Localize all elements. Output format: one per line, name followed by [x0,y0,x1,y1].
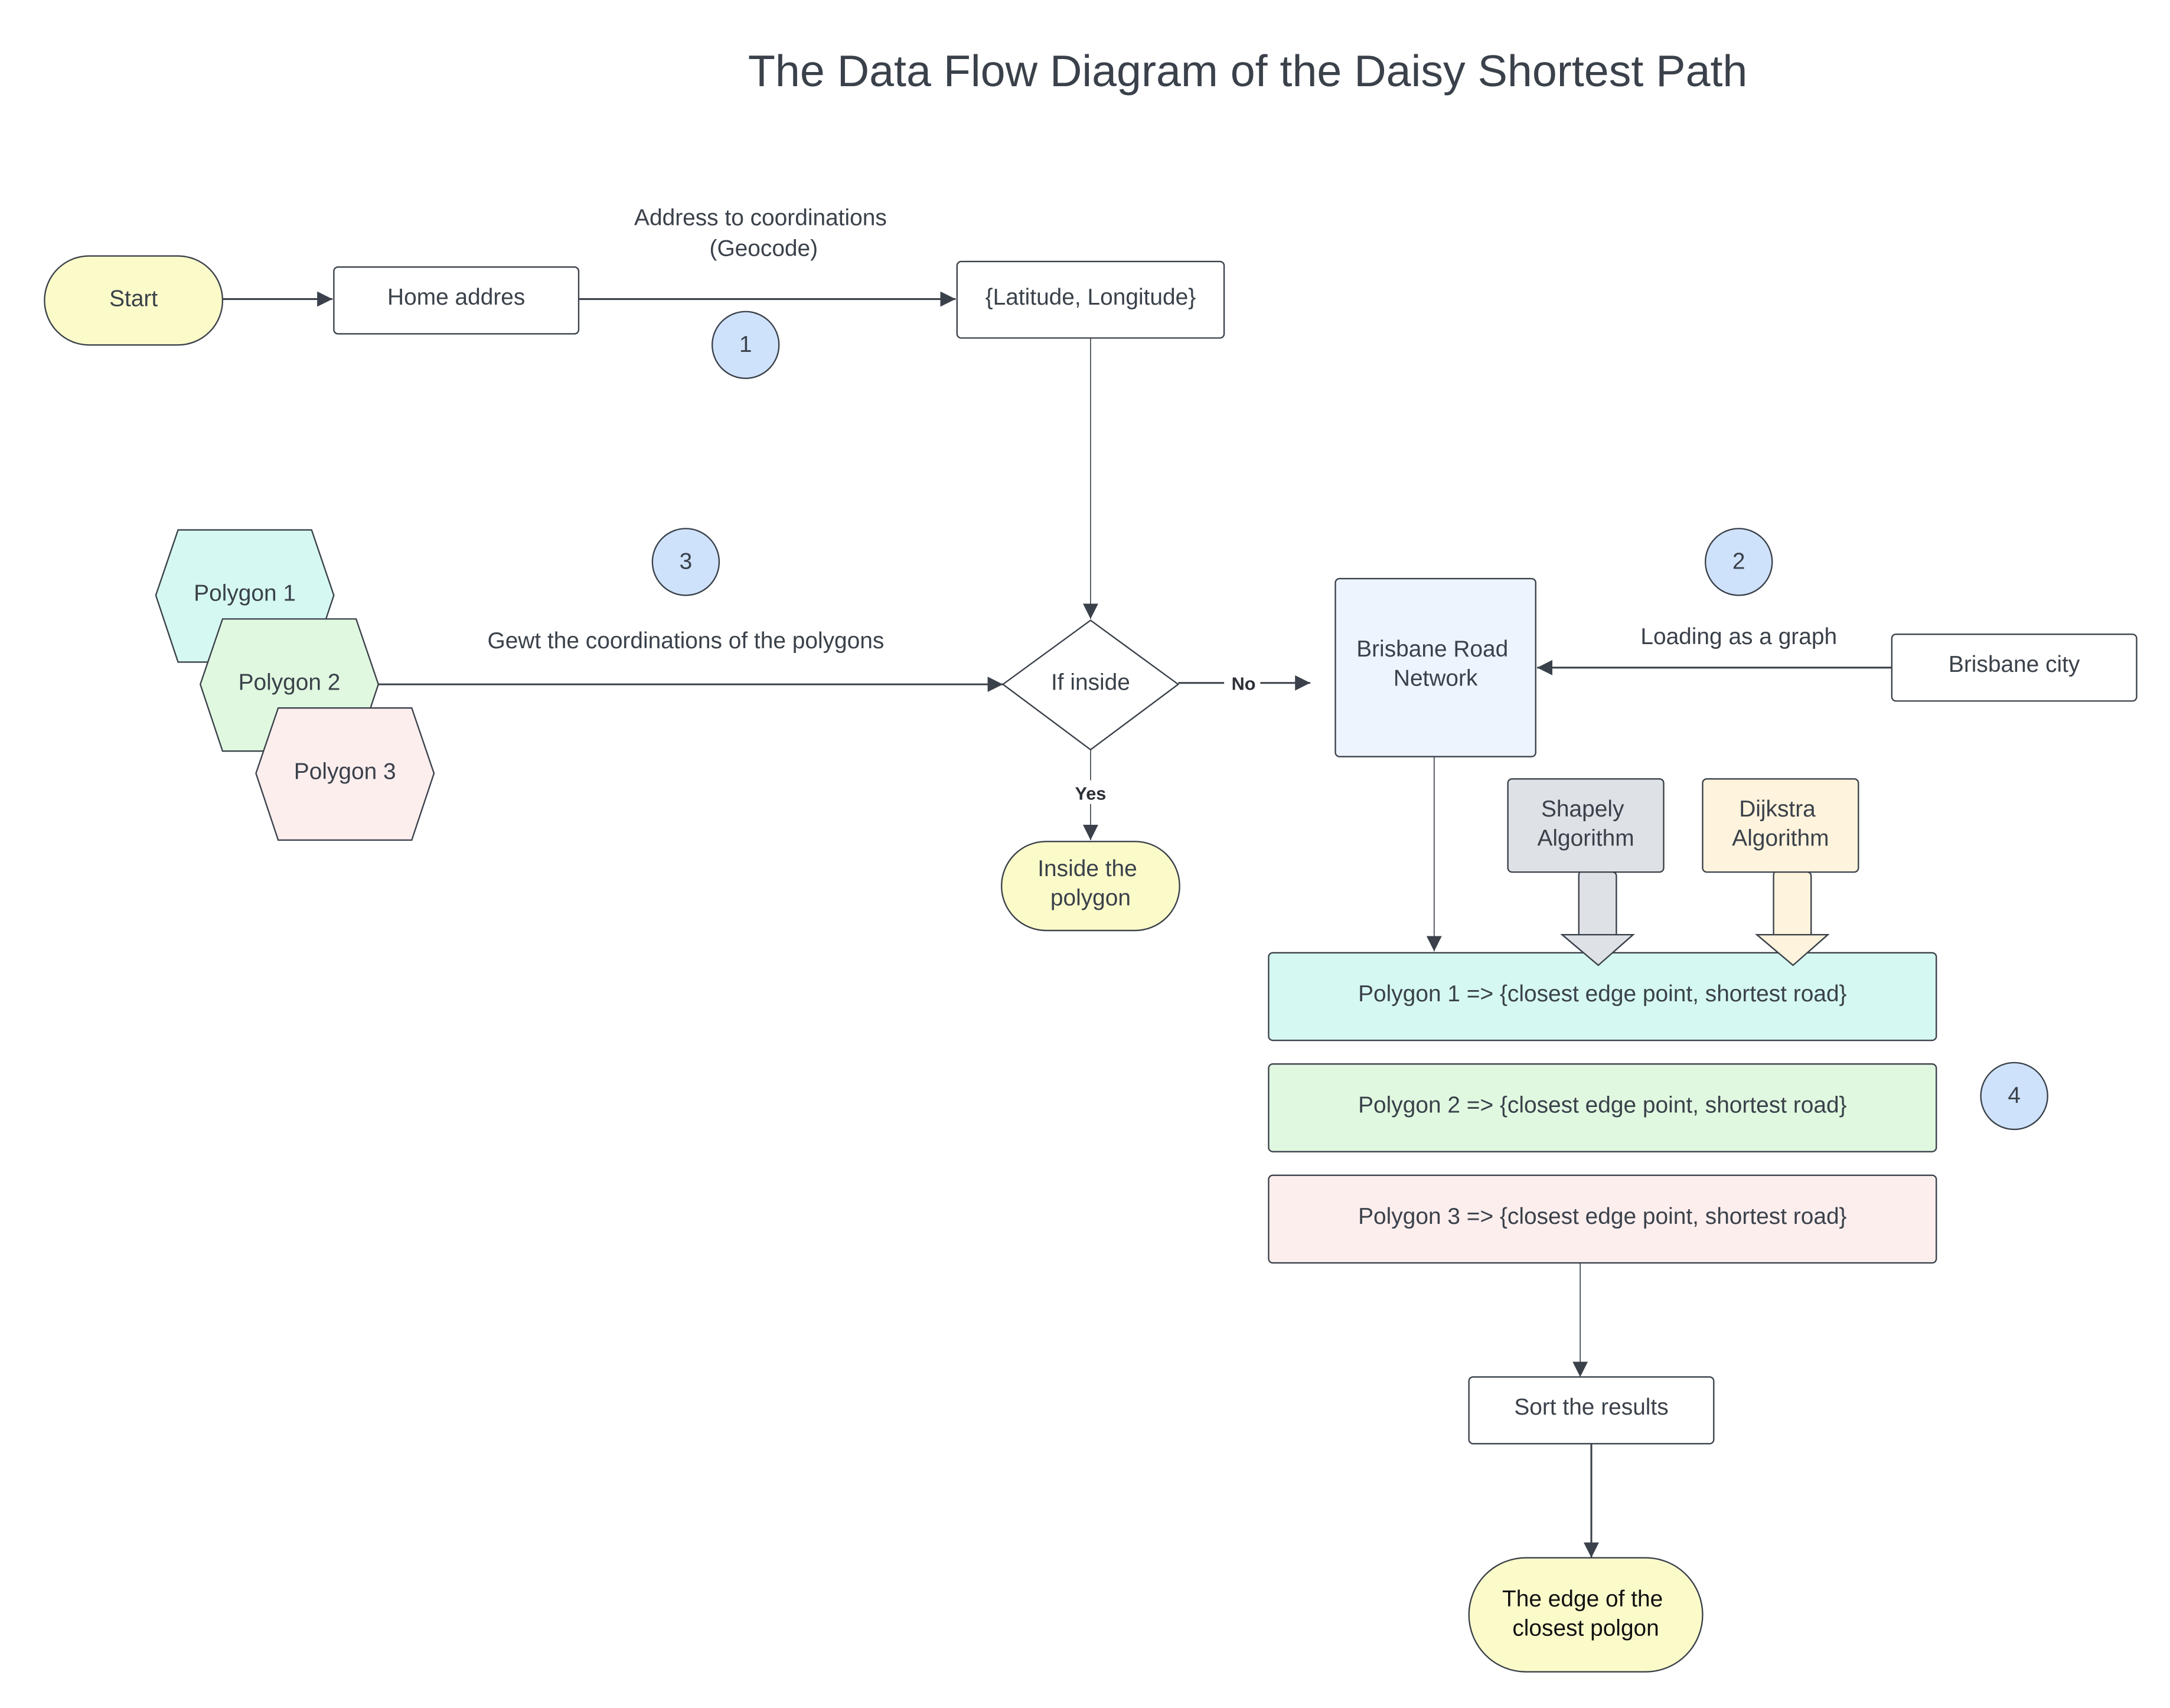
svg-text:3: 3 [680,549,693,574]
polygon-3-node[interactable]: Polygon 3 [255,707,435,841]
svg-text:2: 2 [1732,549,1745,574]
lat-lon-node[interactable]: {Latitude, Longitude} [956,260,1225,339]
road-network-label: Brisbane Road Network [1356,636,1515,691]
inside-polygon-label: Inside the polygon [1037,856,1143,910]
home-address-label: Home addres [387,285,525,310]
start-node[interactable]: Start [44,255,224,346]
road-network-node[interactable]: Brisbane Road Network [1334,577,1536,757]
step-badge-3: 3 [651,528,720,596]
result-polygon-3[interactable]: Polygon 3 => {closest edge point, shorte… [1268,1174,1937,1264]
inside-polygon-node[interactable]: Inside the polygon [1000,841,1180,932]
polygon-3-label: Polygon 3 [294,759,396,784]
diagram-title: The Data Flow Diagram of the Daisy Short… [748,46,1747,96]
sort-results-node[interactable]: Sort the results [1468,1376,1715,1445]
result-polygon-1[interactable]: Polygon 1 => {closest edge point, shorte… [1268,952,1937,1041]
polygon-1-label: Polygon 1 [194,581,296,606]
result-polygon-1-label: Polygon 1 => {closest edge point, shorte… [1358,981,1846,1007]
svg-text:1: 1 [739,332,752,357]
edge-label-yes: Yes [1075,784,1107,804]
polygon-2-label: Polygon 2 [239,670,341,695]
shapely-algorithm-node[interactable]: Shapely Algorithm [1507,778,1665,873]
step-badge-1: 1 [711,311,780,380]
edge-label-geocode: Address to coordinations (Geocode) [634,205,893,262]
dijkstra-arrow-tip-icon [1755,933,1830,966]
brisbane-city-node[interactable]: Brisbane city [1891,633,2138,702]
dijkstra-algorithm-node[interactable]: Dijkstra Algorithm [1702,778,1859,873]
start-label: Start [109,286,158,311]
step-badge-4: 4 [1980,1062,2048,1131]
edge-label-loading: Loading as a graph [1640,624,1837,649]
brisbane-city-label: Brisbane city [1949,652,2080,677]
edge-label-no: No [1232,674,1256,694]
if-inside-decision[interactable]: If inside [1001,619,1180,751]
home-address-node[interactable]: Home addres [333,266,580,335]
edge-label-polygons: Gewt the coordinations of the polygons [487,628,884,654]
lat-lon-label: {Latitude, Longitude} [986,285,1196,310]
dijkstra-label: Dijkstra Algorithm [1732,796,1829,851]
svg-text:4: 4 [2008,1083,2021,1108]
if-inside-label: If inside [1051,670,1130,695]
sort-results-label: Sort the results [1514,1395,1668,1420]
shapely-arrow-tip-icon [1560,933,1635,966]
result-polygon-2[interactable]: Polygon 2 => {closest edge point, shorte… [1268,1063,1937,1152]
end-node[interactable]: The edge of the closest polgon [1468,1557,1704,1673]
end-label: The edge of the closest polgon [1502,1586,1669,1641]
shapely-label: Shapely Algorithm [1538,796,1634,851]
step-badge-2: 2 [1704,528,1773,596]
result-polygon-2-label: Polygon 2 => {closest edge point, shorte… [1358,1093,1846,1118]
result-polygon-3-label: Polygon 3 => {closest edge point, shorte… [1358,1204,1846,1229]
